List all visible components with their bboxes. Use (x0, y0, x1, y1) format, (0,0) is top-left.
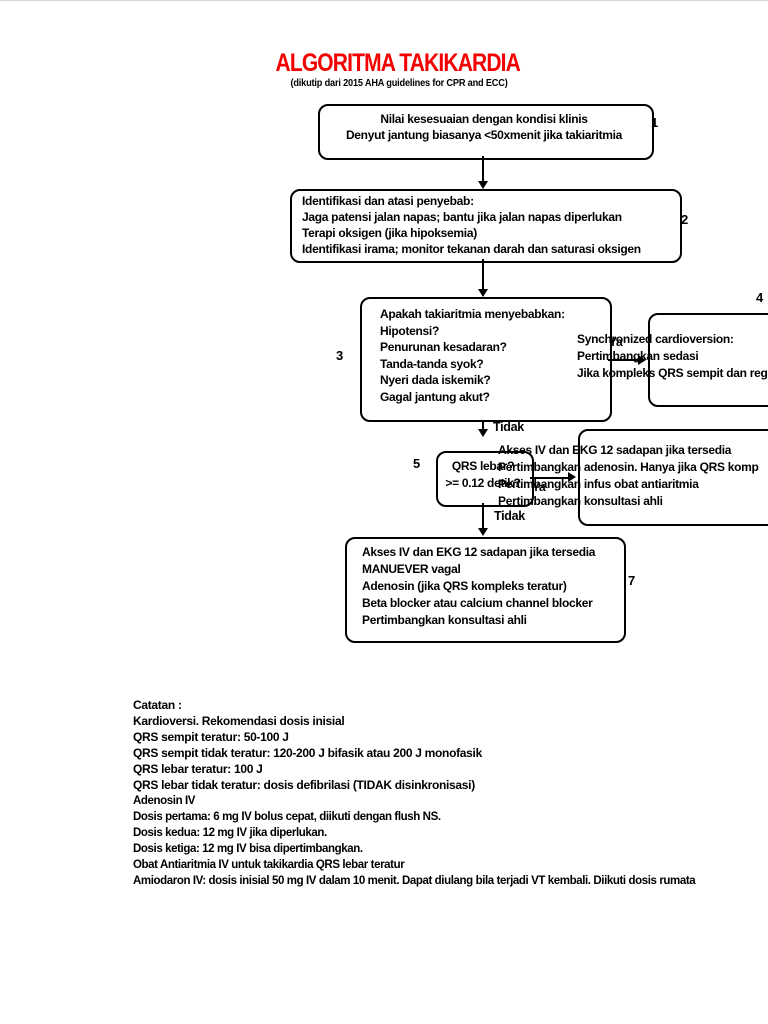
flow-box-assess (318, 104, 654, 160)
arrow-down-1-head (478, 181, 488, 189)
flow-text-line: Akses IV dan EKG 12 sadapan jika tersedi… (498, 443, 732, 457)
step-number-1: 1 (651, 115, 659, 130)
step-number-7: 7 (628, 573, 636, 588)
flow-text-line: Denyut jantung biasanya <50xmenit jika t… (345, 128, 623, 142)
flow-box-cardioversion (648, 313, 768, 407)
arrow-down-4-shaft (482, 503, 484, 528)
arrow-down-3-shaft (482, 420, 484, 429)
flow-box-identify-causes (290, 189, 682, 263)
branch-label-no-1: Tidak (493, 420, 524, 434)
flow-box-identify-causes-text: Identifikasi dan atasi penyebab: Jaga pa… (302, 193, 641, 257)
flow-box-assess-text: Nilai kesesuaian dengan kondisi klinis D… (318, 111, 650, 143)
notes-cardioversion-section: Catatan : Kardioversi. Rekomendasi dosis… (133, 697, 482, 793)
flow-box-cardioversion-text: Synchronized cardioversion: Pertimbangka… (577, 331, 768, 382)
arrow-down-4-head (478, 528, 488, 536)
flow-text-line: Pertimbangkan infus obat antiaritmia (498, 477, 699, 491)
notes-line: QRS sempit teratur: 50-100 J (133, 730, 289, 744)
arrow-down-2-head (478, 289, 488, 297)
flow-text-line: Jaga patensi jalan napas; bantu jika jal… (302, 210, 622, 224)
flow-box-narrow-qrs-actions-text: Akses IV dan EKG 12 sadapan jika tersedi… (362, 544, 595, 629)
flow-text-line: Apakah takiaritmia menyebabkan: (380, 307, 565, 321)
step-number-4: 4 (756, 290, 764, 305)
notes-line: Dosis pertama: 6 mg IV bolus cepat, diik… (133, 811, 441, 823)
flow-text-line: Beta blocker atau calcium channel blocke… (362, 596, 593, 610)
arrow-down-2-shaft (482, 259, 484, 289)
notes-line: QRS lebar teratur: 100 J (133, 762, 263, 776)
notes-line: Dosis ketiga: 12 mg IV bisa dipertimbang… (133, 843, 363, 855)
flow-box-narrow-qrs-actions (345, 537, 626, 643)
flow-text-line: Terapi oksigen (jika hipoksemia) (302, 226, 477, 240)
step-number-2: 2 (681, 212, 689, 227)
step-number-5: 5 (413, 456, 421, 471)
page-title: ALGORITMA TAKIKARDIA (275, 49, 521, 77)
flow-text-line: Pertimbangkan adenosin. Hanya jika QRS k… (498, 460, 759, 474)
branch-label-yes-2: Ya (532, 480, 546, 494)
flow-box-wide-qrs-actions (578, 429, 768, 526)
notes-line: Kardioversi. Rekomendasi dosis inisial (133, 714, 345, 728)
arrow-right-yes-2-shaft (530, 477, 568, 479)
flow-text-line: >= 0.12 detik? (445, 476, 521, 490)
flow-box-wide-qrs-actions-text: Akses IV dan EKG 12 sadapan jika tersedi… (498, 442, 759, 510)
flow-text-line: Hipotensi? (380, 323, 439, 338)
notes-line: Adenosin IV (133, 795, 196, 807)
flow-box-wide-qrs-check-text: QRS lebar? >= 0.12 detik? (436, 458, 530, 492)
flow-text-line: Akses IV dan EKG 12 sadapan jika tersedi… (362, 545, 596, 559)
flow-text-line: Jika kompleks QRS sempit dan reg (577, 366, 768, 380)
flow-box-wide-qrs-check (436, 451, 534, 507)
notes-line: QRS lebar tidak teratur: dosis defibrila… (133, 778, 475, 792)
step-number-3: 3 (336, 348, 344, 363)
flow-box-instability-check-text: Apakah takiaritmia menyebabkan: Hipotens… (380, 306, 565, 405)
flow-text-line: Nilai kesesuaian dengan kondisi klinis (380, 112, 588, 126)
page-subtitle: (dikutip dari 2015 AHA guidelines for CP… (290, 78, 508, 89)
notes-line: Dosis kedua: 12 mg IV jika diperlukan. (133, 827, 327, 839)
flow-text-line: Pertimbangkan konsultasi ahli (362, 613, 527, 627)
flow-text-line: Identifikasi dan atasi penyebab: (302, 194, 474, 208)
flow-text-line: Pertimbangkan konsultasi ahli (498, 494, 663, 508)
notes-heading: Catatan : (133, 698, 182, 712)
flow-text-line: Synchronized cardioversion: (577, 332, 734, 346)
arrow-right-yes-2-head (568, 472, 576, 482)
flow-text-line: Tanda-tanda syok? (380, 356, 484, 371)
branch-label-no-2: Tidak (494, 509, 525, 523)
flow-text-line: QRS lebar? (451, 459, 515, 473)
flow-text-line: Identifikasi irama; monitor tekanan dara… (302, 242, 641, 256)
arrow-right-yes-1-shaft (608, 359, 638, 361)
notes-line: Amiodaron IV: dosis inisial 50 mg IV dal… (133, 875, 696, 887)
flow-text-line: Pertimbangkan sedasi (577, 349, 699, 363)
flow-text-line: MANUEVER vagal (362, 562, 461, 576)
flow-text-line: Gagal jantung akut? (380, 389, 490, 404)
flow-text-line: Penurunan kesadaran? (380, 340, 507, 354)
notes-line: QRS sempit tidak teratur: 120-200 J bifa… (133, 746, 482, 760)
notes-line: Obat Antiaritmia IV untuk takikardia QRS… (133, 859, 405, 871)
arrow-right-yes-1-head (638, 355, 646, 365)
flow-text-line: Adenosin (jika QRS kompleks teratur) (362, 579, 567, 593)
branch-label-yes-1: Ya (609, 335, 623, 349)
arrow-down-1-shaft (482, 156, 484, 181)
arrow-down-3-head (478, 429, 488, 437)
notes-adenosine-section: Adenosin IV Dosis pertama: 6 mg IV bolus… (133, 793, 696, 889)
flow-text-line: Nyeri dada iskemik? (380, 373, 491, 387)
